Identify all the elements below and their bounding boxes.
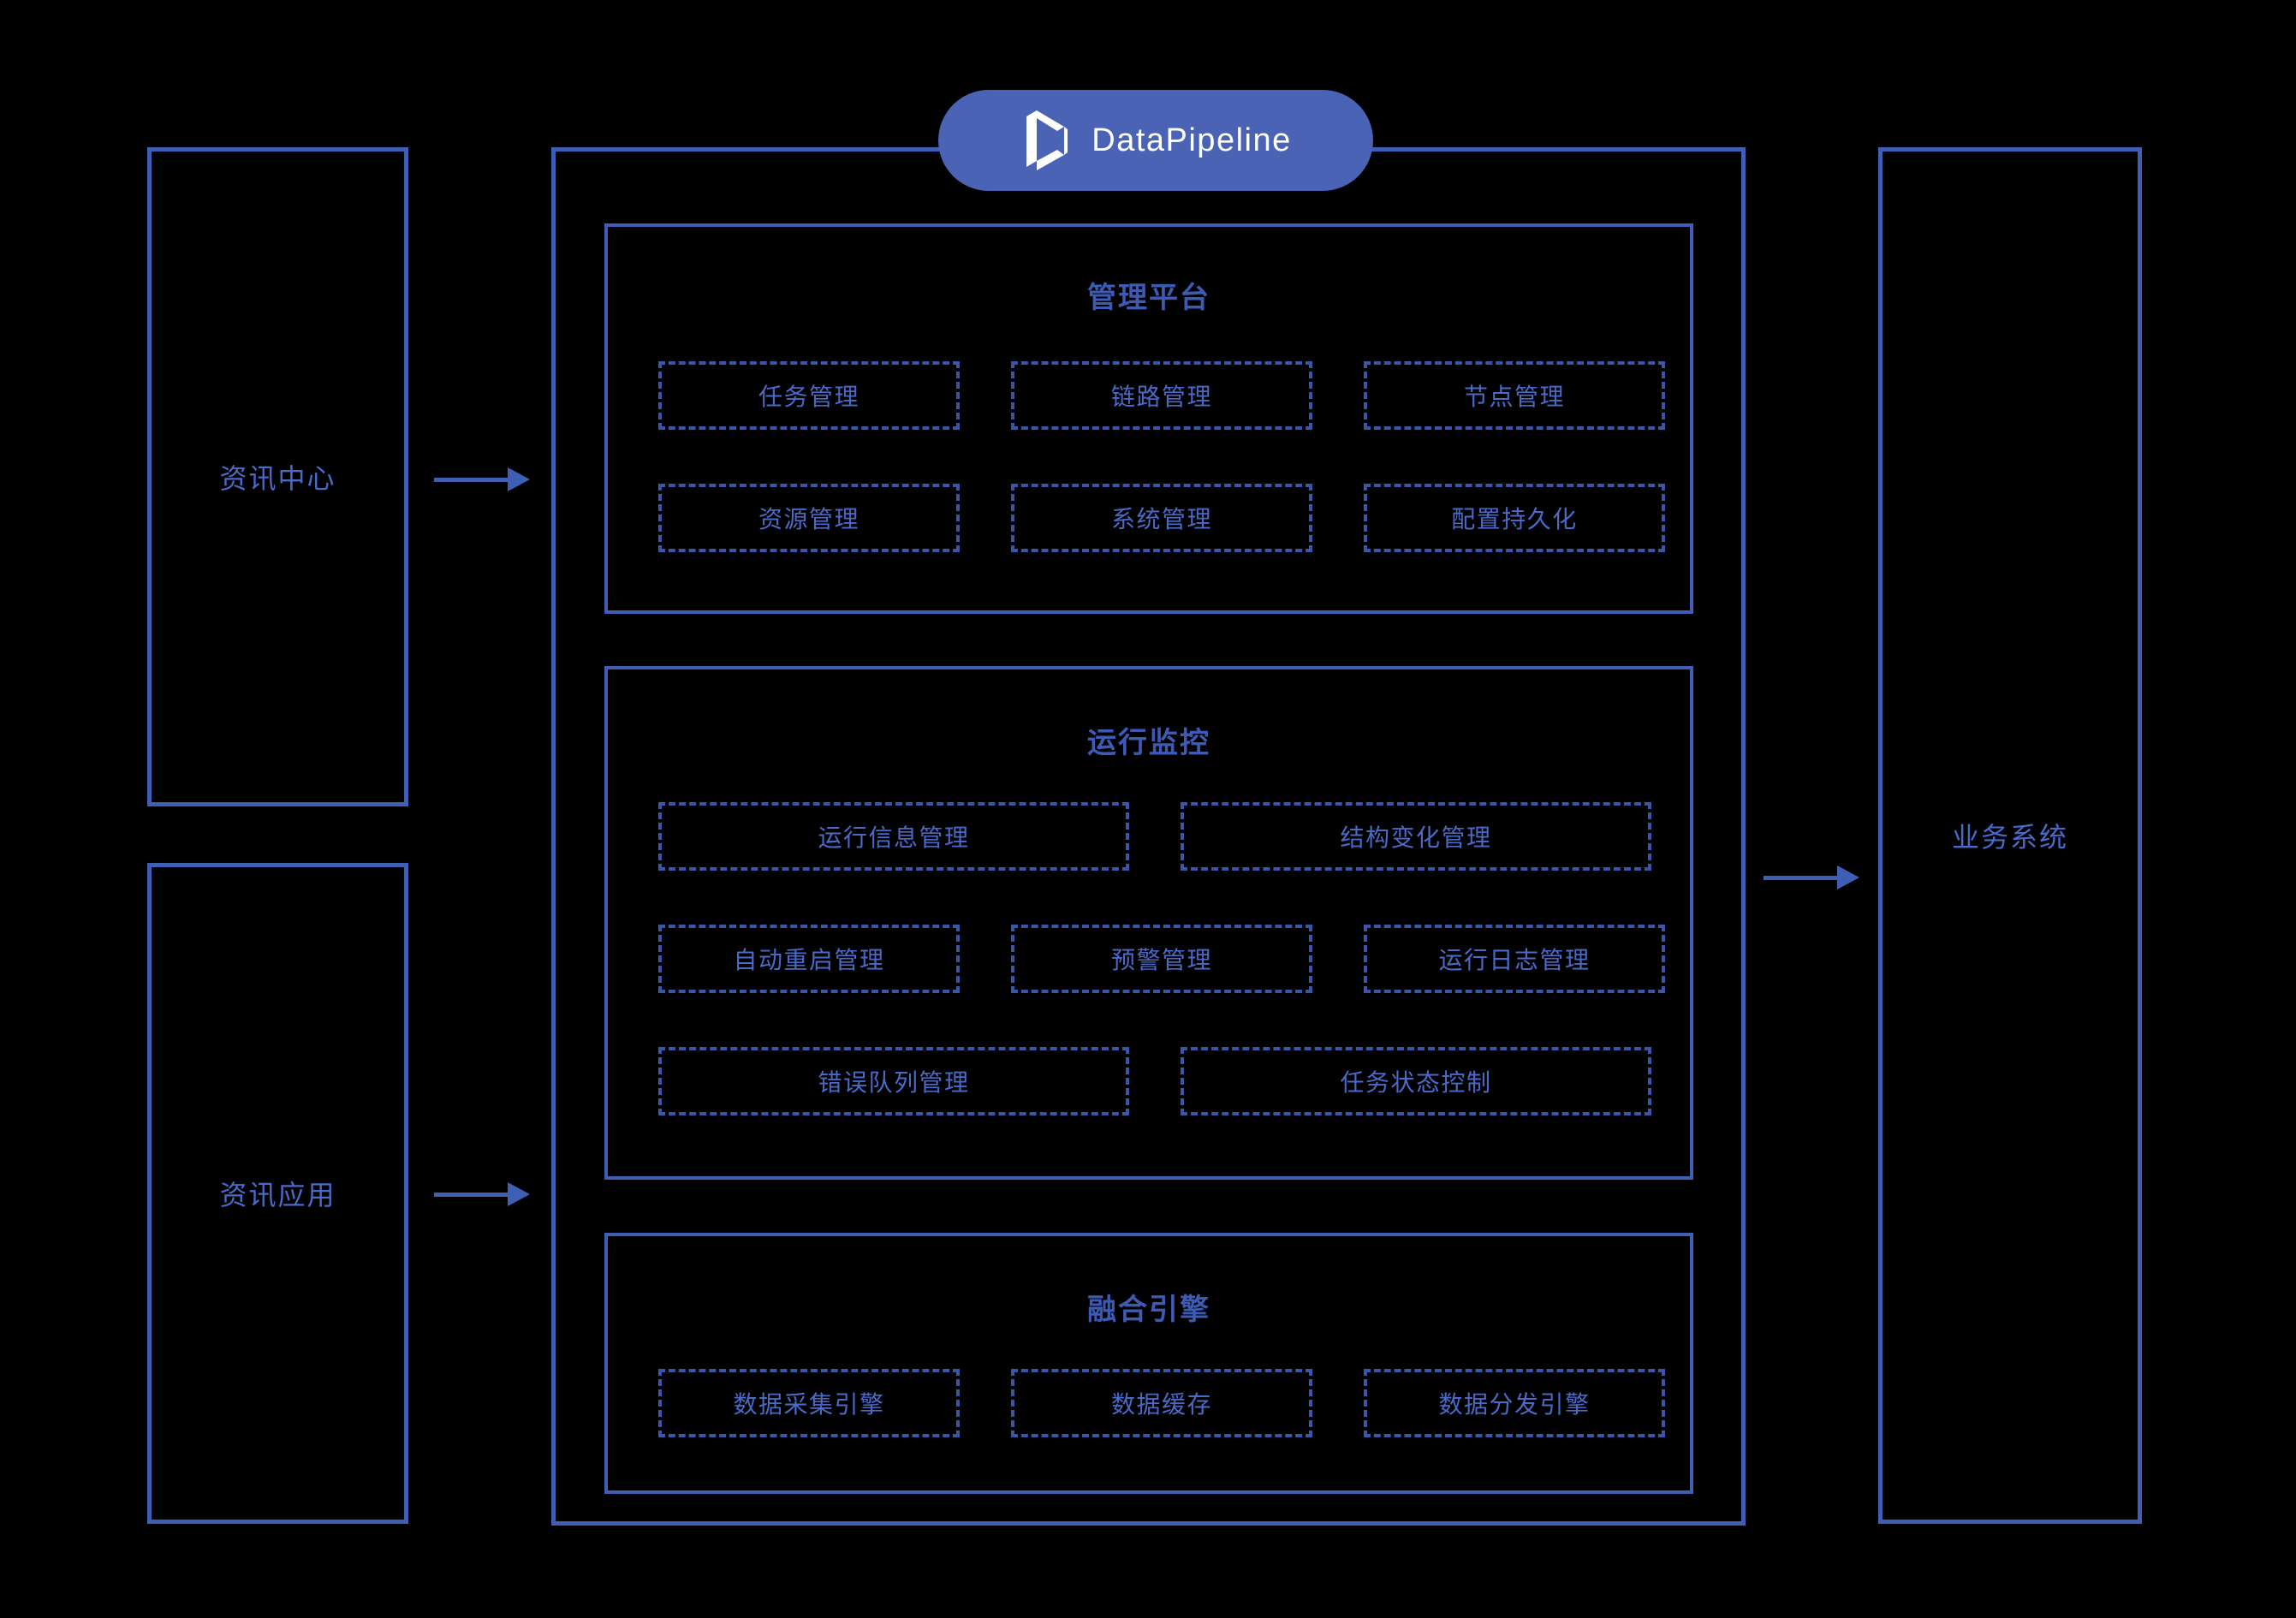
item-label: 错误队列管理 [818, 1069, 970, 1096]
item-label: 自动重启管理 [733, 947, 885, 973]
panel-business-system[interactable]: 业务系统 [1878, 147, 2142, 1524]
item-label: 数据缓存 [1110, 1391, 1212, 1418]
item-auto-restart-management[interactable]: 自动重启管理 [658, 925, 960, 993]
datapipeline-prism-icon [1020, 108, 1073, 173]
section-runtime-monitoring: 运行监控 运行信息管理 结构变化管理 自动重启管理 预警管理 运行日志管理 错误… [604, 666, 1693, 1180]
item-label: 数据采集引擎 [733, 1391, 885, 1418]
section-fusion-engine-title: 融合引擎 [1087, 1294, 1210, 1326]
item-label: 运行日志管理 [1438, 947, 1591, 973]
item-resource-management[interactable]: 资源管理 [658, 484, 960, 552]
item-config-persistence[interactable]: 配置持久化 [1364, 484, 1665, 552]
arrow-head [508, 1182, 530, 1206]
brand-name: DataPipeline [1091, 122, 1292, 158]
item-schema-change-management[interactable]: 结构变化管理 [1181, 802, 1651, 871]
brand-pill[interactable]: DataPipeline [938, 90, 1373, 191]
arrow-head [508, 467, 530, 491]
item-label: 结构变化管理 [1340, 824, 1492, 851]
panel-info-app[interactable]: 资讯应用 [147, 863, 408, 1524]
item-link-management[interactable]: 链路管理 [1011, 361, 1312, 430]
item-label: 预警管理 [1110, 947, 1212, 973]
panel-info-app-label: 资讯应用 [219, 1180, 336, 1211]
arrow-shaft [434, 1192, 508, 1197]
item-label: 任务状态控制 [1340, 1069, 1492, 1096]
arrow-info-center-to-platform-icon [434, 462, 530, 497]
panel-business-system-label: 业务系统 [1951, 822, 2068, 853]
item-node-management[interactable]: 节点管理 [1364, 361, 1665, 430]
item-label: 运行信息管理 [818, 824, 970, 851]
arrow-platform-to-business-icon [1764, 860, 1859, 895]
section-fusion-engine: 融合引擎 数据采集引擎 数据缓存 数据分发引擎 [604, 1233, 1693, 1494]
item-label: 资源管理 [758, 506, 860, 532]
panel-info-center[interactable]: 资讯中心 [147, 147, 408, 806]
arrow-head [1837, 866, 1859, 889]
item-data-collection-engine[interactable]: 数据采集引擎 [658, 1369, 960, 1437]
item-task-state-control[interactable]: 任务状态控制 [1181, 1047, 1651, 1115]
item-alert-management[interactable]: 预警管理 [1011, 925, 1312, 993]
section-management-platform: 管理平台 任务管理 链路管理 节点管理 资源管理 系统管理 配置持久化 [604, 223, 1693, 614]
item-label: 系统管理 [1110, 506, 1212, 532]
item-label: 任务管理 [758, 384, 860, 410]
arrow-shaft [1764, 875, 1837, 880]
item-data-distribution-engine[interactable]: 数据分发引擎 [1364, 1369, 1665, 1437]
item-task-management[interactable]: 任务管理 [658, 361, 960, 430]
section-runtime-monitoring-title: 运行监控 [1087, 727, 1210, 759]
item-runtime-log-management[interactable]: 运行日志管理 [1364, 925, 1665, 993]
item-data-cache[interactable]: 数据缓存 [1011, 1369, 1312, 1437]
item-runtime-info-management[interactable]: 运行信息管理 [658, 802, 1129, 871]
item-label: 节点管理 [1463, 384, 1565, 410]
item-label: 数据分发引擎 [1438, 1391, 1591, 1418]
section-management-platform-title: 管理平台 [1087, 282, 1210, 314]
arrow-info-app-to-platform-icon [434, 1177, 530, 1211]
item-system-management[interactable]: 系统管理 [1011, 484, 1312, 552]
item-error-queue-management[interactable]: 错误队列管理 [658, 1047, 1129, 1115]
arrow-shaft [434, 477, 508, 482]
item-label: 链路管理 [1110, 384, 1212, 410]
panel-info-center-label: 资讯中心 [219, 463, 336, 494]
item-label: 配置持久化 [1451, 506, 1578, 532]
